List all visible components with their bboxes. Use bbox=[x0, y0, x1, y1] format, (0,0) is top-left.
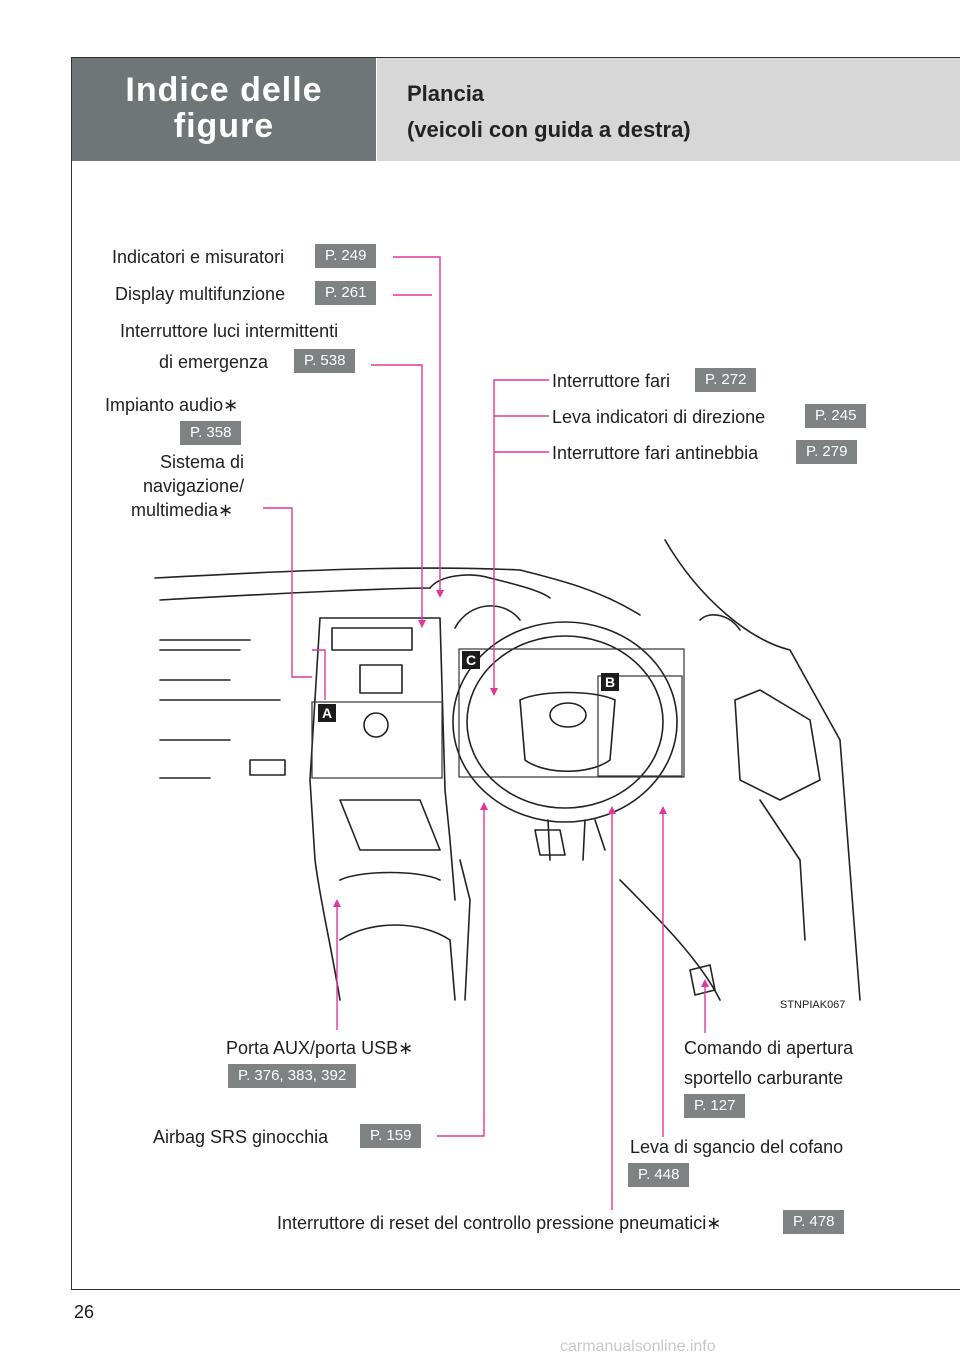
navigazione-label-line1: Sistema di bbox=[160, 452, 245, 472]
antinebbia-label: Interruttore fari antinebbia bbox=[552, 443, 759, 463]
fari-page-link[interactable]: P. 272 bbox=[695, 368, 757, 392]
carburante-label-line2: sportello carburante bbox=[684, 1068, 844, 1088]
leva-direzione-page-link[interactable]: P. 245 bbox=[805, 404, 867, 428]
figure-tag-a: A bbox=[318, 704, 336, 722]
audio-page-link[interactable]: P. 358 bbox=[180, 421, 242, 445]
figure-tag-b: B bbox=[601, 673, 619, 691]
porta-aux-label: Porta AUX/porta USB∗ bbox=[226, 1038, 414, 1058]
airbag-label: Airbag SRS ginocchia bbox=[153, 1127, 329, 1147]
carburante-label-line1: Comando di apertura bbox=[684, 1038, 854, 1058]
page-title-line1: Plancia bbox=[407, 81, 485, 106]
navigazione-label-line2: navigazione/ bbox=[143, 476, 245, 496]
cofano-label: Leva di sgancio del cofano bbox=[630, 1137, 844, 1157]
section-title-line2: figure bbox=[173, 107, 275, 145]
figure-tag-c: C bbox=[462, 651, 480, 669]
page-title-line2: (veicoli con guida a destra) bbox=[407, 117, 691, 142]
pneumatici-label: Interruttore di reset del controllo pres… bbox=[277, 1213, 722, 1233]
pneumatici-page-link[interactable]: P. 478 bbox=[783, 1210, 845, 1234]
carburante-page-link[interactable]: P. 127 bbox=[684, 1094, 746, 1118]
luci-emergenza-label-line2: di emergenza bbox=[159, 352, 269, 372]
navigazione-label-line3: multimedia∗ bbox=[131, 500, 234, 520]
audio-label: Impianto audio∗ bbox=[105, 395, 239, 415]
section-header: Indice delle figure bbox=[72, 58, 376, 161]
luci-emergenza-page-link[interactable]: P. 538 bbox=[294, 349, 356, 373]
indicatori-label: Indicatori e misuratori bbox=[112, 247, 285, 267]
display-page-link[interactable]: P. 261 bbox=[315, 281, 377, 305]
antinebbia-page-link[interactable]: P. 279 bbox=[796, 440, 858, 464]
display-label: Display multifunzione bbox=[115, 284, 286, 304]
leva-direzione-label: Leva indicatori di direzione bbox=[552, 407, 766, 427]
figure-code: STNPIAK067 bbox=[780, 999, 846, 1011]
luci-emergenza-label-line1: Interruttore luci intermittenti bbox=[120, 321, 339, 341]
porta-aux-page-link[interactable]: P. 376, 383, 392 bbox=[228, 1064, 357, 1088]
page-frame bbox=[71, 57, 960, 1290]
cofano-page-link[interactable]: P. 448 bbox=[628, 1163, 690, 1187]
airbag-page-link[interactable]: P. 159 bbox=[360, 1124, 422, 1148]
indicatori-page-link[interactable]: P. 249 bbox=[315, 244, 377, 268]
page-number: 26 bbox=[74, 1302, 95, 1322]
section-title-line1: Indice delle bbox=[125, 71, 323, 109]
watermark: carmanualsonline.info bbox=[560, 1338, 716, 1355]
fari-label: Interruttore fari bbox=[552, 371, 671, 391]
page-header: Plancia (veicoli con guida a destra) bbox=[376, 58, 960, 161]
